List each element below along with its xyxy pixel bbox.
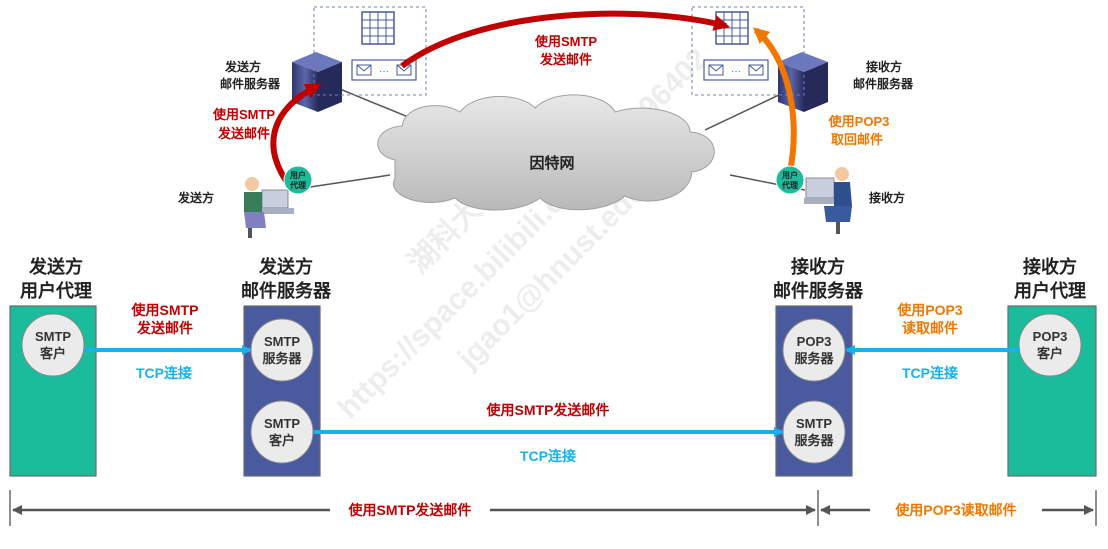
top-retrieve-pop3-2: 取回邮件	[831, 132, 883, 147]
bottom-tcp-left: TCP连接	[136, 365, 192, 381]
receiver-user-icon	[804, 167, 852, 234]
receiver-server-label-2: 邮件服务器	[853, 76, 914, 91]
receiver-badge-line-1: 用户	[781, 170, 798, 180]
sender-smtp-client-line-1: SMTP	[35, 329, 71, 344]
sender-server-label-1: 发送方	[224, 59, 261, 74]
sender-server-smtp-server-line-1: SMTP	[264, 334, 300, 349]
sender-smtp-client: SMTP 客户	[21, 313, 85, 377]
span-smtp-label: 使用SMTP发送邮件	[348, 502, 472, 518]
sender-agent-title-2: 用户代理	[20, 280, 92, 301]
sender-server-label-2: 邮件服务器	[220, 76, 281, 91]
bottom-tcp-middle: TCP连接	[520, 448, 576, 464]
receiver-server-smtp-server: SMTP 服务器	[782, 400, 846, 464]
svg-text:···: ···	[731, 66, 741, 77]
receiver-agent-title-1: 接收方	[1023, 256, 1077, 277]
watermark: 湖科大教书匠 https://space.bilibili.com/360996…	[332, 42, 715, 425]
sender-server-title-2: 邮件服务器	[241, 280, 332, 301]
sender-mail-server-icon	[292, 52, 342, 112]
receiver-label: 接收方	[869, 190, 905, 205]
bottom-send-smtp-2: 发送邮件	[136, 320, 193, 336]
watermark-line-2: https://space.bilibili.com/360996402	[332, 42, 715, 425]
receiver-server-label-1: 接收方	[866, 59, 902, 74]
retrieve-arrow-server-to-agent	[753, 27, 797, 173]
sender-mailbox-grid-icon	[361, 11, 395, 45]
internet-cloud-icon	[377, 94, 715, 211]
receiver-server-pop3-server-line-2: 服务器	[794, 351, 834, 366]
sender-server-smtp-client: SMTP 客户	[250, 400, 314, 464]
top-send-smtp-mid-1: 使用SMTP	[534, 34, 597, 49]
receiver-agent-title-2: 用户代理	[1014, 280, 1086, 301]
sender-smtp-client-line-2: 客户	[40, 346, 66, 361]
sender-server-smtp-client-line-1: SMTP	[264, 416, 300, 431]
span-pop3-label: 使用POP3读取邮件	[894, 502, 1016, 518]
receiver-mailbox-grid-icon	[715, 11, 749, 45]
receiver-pop3-client-line-2: 客户	[1037, 346, 1063, 361]
receiver-pop3-client-line-1: POP3	[1033, 329, 1068, 344]
sender-user-icon	[244, 177, 294, 238]
bottom-send-smtp-1: 使用SMTP	[131, 302, 199, 318]
bottom-middle-send: 使用SMTP发送邮件	[486, 402, 610, 418]
sender-mailbox: ···	[313, 6, 427, 96]
sender-badge-line-1: 用户	[289, 170, 306, 180]
receiver-pop3-client: POP3 客户	[1018, 313, 1082, 377]
bottom-read-pop3-2: 读取邮件	[902, 320, 958, 336]
sender-badge-line-2: 代理	[289, 180, 306, 190]
receiver-server-title-1: 接收方	[791, 256, 845, 277]
top-send-smtp-mid-2: 发送邮件	[539, 52, 592, 67]
svg-text:···: ···	[379, 66, 389, 77]
sender-server-smtp-server: SMTP 服务器	[250, 318, 314, 382]
sender-server-title-1: 发送方	[258, 256, 313, 277]
internet-label: 因特网	[529, 154, 574, 172]
top-send-smtp-left-2: 发送邮件	[217, 126, 270, 141]
receiver-mailbox: ···	[691, 6, 805, 96]
receiver-badge-line-2: 代理	[781, 180, 798, 190]
sender-server-smtp-server-line-2: 服务器	[262, 351, 302, 366]
receiver-server-pop3-server-line-1: POP3	[797, 334, 832, 349]
span-bracket	[9, 490, 1097, 526]
sender-server-smtp-client-line-2: 客户	[269, 433, 295, 448]
receiver-user-agent-badge: 用户 代理	[775, 165, 805, 195]
bottom-tcp-right: TCP连接	[902, 365, 958, 381]
receiver-server-title-2: 邮件服务器	[773, 280, 864, 301]
bottom-read-pop3-1: 使用POP3	[896, 302, 963, 318]
top-send-smtp-left-1: 使用SMTP	[212, 107, 275, 122]
send-arrow-agent-to-server	[270, 83, 322, 188]
send-arrow-server-to-server	[400, 10, 730, 69]
receiver-server-smtp-server-line-2: 服务器	[794, 433, 834, 448]
receiver-server-pop3-server: POP3 服务器	[782, 318, 846, 382]
receiver-server-smtp-server-line-1: SMTP	[796, 416, 832, 431]
sender-user-agent-badge: 用户 代理	[283, 165, 313, 195]
sender-agent-title-1: 发送方	[28, 256, 83, 277]
top-retrieve-pop3-1: 使用POP3	[828, 114, 890, 129]
sender-label: 发送方	[177, 190, 214, 205]
